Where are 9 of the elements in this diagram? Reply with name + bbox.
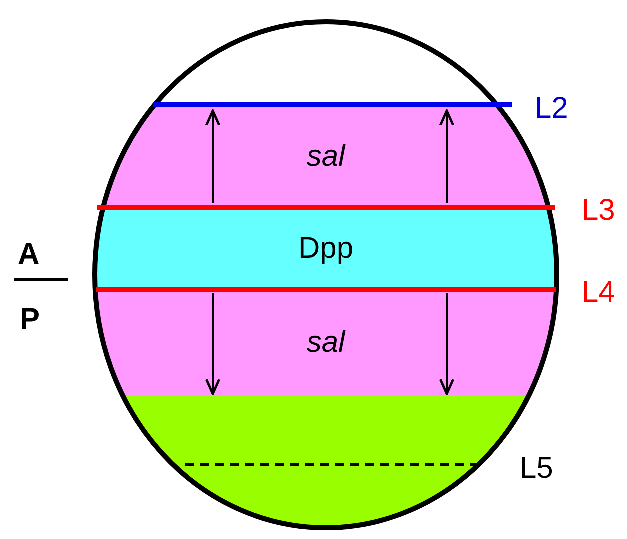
region-label: sal	[306, 328, 346, 358]
vein-label: L4	[582, 278, 616, 308]
vein-label: L2	[535, 94, 568, 124]
vein-label: L5	[520, 454, 554, 484]
vein-label: L3	[582, 196, 616, 226]
axis-label: P	[20, 305, 40, 335]
region-label: Dpp	[298, 234, 354, 264]
region-label: sal	[306, 142, 346, 172]
axis-label: A	[18, 240, 40, 270]
